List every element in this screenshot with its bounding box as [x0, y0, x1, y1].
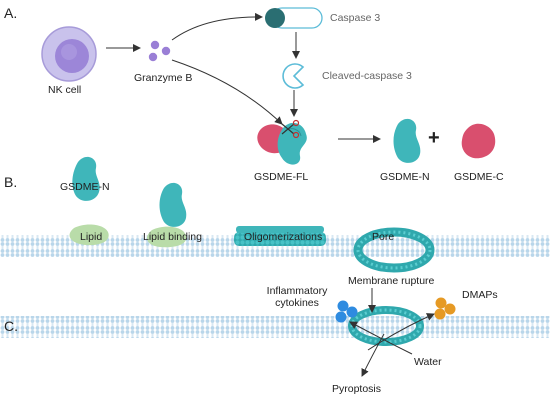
water-label: Water [414, 356, 442, 368]
pore-label: Pore [372, 231, 395, 243]
gsdme-n-free-icon [72, 156, 100, 201]
dmaps-icon [434, 297, 456, 320]
cytokines-icon [335, 300, 358, 323]
pyroptosis-label: Pyroptosis [332, 383, 382, 395]
arrow-pyroptosis [361, 333, 385, 377]
inflammatory-line: Inflammatory [266, 285, 328, 297]
cleaved-caspase3-icon [282, 63, 305, 89]
cleaved-caspase3-label: Cleaved-caspase 3 [322, 70, 412, 82]
section-a-label: A. [4, 5, 18, 21]
oligomerizations-label: Oligomerizations [244, 231, 323, 243]
dmaps-label: DMAPs [462, 289, 498, 301]
gsdme-n-b-label: GSDME-N [60, 181, 110, 193]
gsdme-n-label: GSDME-N [380, 171, 430, 183]
lipid-binding-label: Lipid binding [143, 231, 202, 243]
lipid-blob-2 [146, 226, 187, 248]
scissors-icon [281, 119, 300, 139]
nk-cell-icon [41, 26, 97, 82]
caspase3-icon [265, 7, 323, 29]
oligomer-icon [234, 226, 326, 246]
nk-cell-label: NK cell [48, 84, 82, 96]
caspase3-label: Caspase 3 [330, 12, 381, 24]
plus-sign: + [428, 127, 440, 149]
arrow-granzyme-to-caspase3 [171, 12, 263, 41]
gsdme-n-icon [393, 118, 421, 163]
gsdme-fl-icon [257, 122, 307, 165]
membrane-rupture-label: Membrane rupture [348, 275, 435, 287]
granzyme-b-label: Granzyme B [134, 72, 193, 84]
gsdme-n-binding-icon [159, 182, 187, 227]
granzyme-b-icon [148, 40, 171, 62]
membrane-c [0, 316, 550, 338]
arrow-cytokine-release [349, 321, 413, 355]
arrow-dmap-release [367, 313, 435, 351]
arrow-granzyme-to-gsdme [171, 59, 283, 125]
lipid-blob-1 [69, 224, 109, 246]
section-b-label: B. [4, 174, 18, 190]
section-c-label: C. [4, 318, 18, 334]
lipid-label: Lipid [80, 231, 103, 243]
gsdme-c-label: GSDME-C [454, 171, 504, 183]
inflammatory-cytokines-label: Inflammatory cytokines [260, 285, 334, 309]
cytokines-line: cytokines [275, 297, 319, 309]
pore-b-icon [353, 227, 435, 273]
gsdme-fl-label: GSDME-FL [254, 171, 309, 183]
gsdme-c-icon [461, 123, 496, 159]
